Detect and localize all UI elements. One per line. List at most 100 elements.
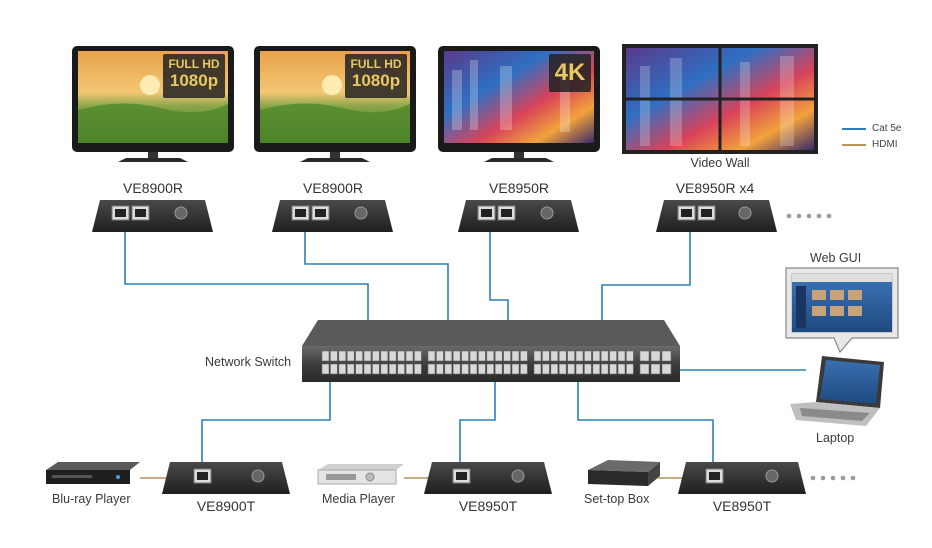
switch-port xyxy=(388,350,397,362)
receiver-label: VE8950R x4 xyxy=(675,180,755,196)
switch-port xyxy=(626,350,634,362)
switch-port xyxy=(558,363,567,375)
network-switch-label: Network Switch xyxy=(205,355,292,369)
switch-port xyxy=(592,350,601,362)
switch-port xyxy=(584,363,592,375)
transmitter-box-icon xyxy=(678,462,806,494)
source-device-label: Media Player xyxy=(322,492,395,506)
switch-port xyxy=(436,363,444,375)
receiver-box-icon xyxy=(272,200,393,232)
4k-badge: 4K xyxy=(554,59,586,86)
switch-port xyxy=(321,350,330,362)
switch-port xyxy=(584,350,592,362)
badge-line2: 1080p xyxy=(169,71,219,90)
switch-port xyxy=(494,350,503,362)
switch-port xyxy=(469,363,478,375)
switch-port xyxy=(486,363,495,375)
switch-port xyxy=(414,350,422,362)
switch-port xyxy=(346,350,355,362)
transmitter-label: VE8950T xyxy=(458,498,518,514)
switch-port xyxy=(511,363,520,375)
switch-port xyxy=(600,350,609,362)
monitor-icon xyxy=(72,46,234,162)
switch-port xyxy=(592,363,601,375)
cable-tx2 xyxy=(459,375,496,470)
media-player-icon xyxy=(317,464,404,485)
switch-port xyxy=(617,350,626,362)
switch-port xyxy=(575,363,584,375)
switch-port xyxy=(550,350,559,362)
switch-port xyxy=(405,350,414,362)
switch-port xyxy=(427,363,436,375)
switch-port xyxy=(372,363,380,375)
legend xyxy=(842,128,866,146)
cable-tx3 xyxy=(577,375,714,470)
switch-port xyxy=(372,350,380,362)
switch-port xyxy=(380,363,389,375)
video-wall-icon xyxy=(622,44,818,154)
cable-rx4 xyxy=(601,222,691,352)
transmitter-label: VE8950T xyxy=(712,498,772,514)
switch-port xyxy=(520,350,528,362)
switch-port xyxy=(461,350,469,362)
switch-port xyxy=(436,350,444,362)
switch-port xyxy=(567,363,575,375)
switch-port xyxy=(609,363,617,375)
switch-port xyxy=(388,363,397,375)
switch-port xyxy=(363,350,372,362)
switch-sfp-port xyxy=(639,363,650,375)
switch-sfp-port xyxy=(650,363,661,375)
monitor-icon xyxy=(254,46,416,162)
web-gui-label: Web GUI xyxy=(810,251,862,265)
full-hd-badge: FULL HD 1080p xyxy=(345,54,407,98)
switch-port xyxy=(575,350,584,362)
switch-port xyxy=(542,363,550,375)
switch-port xyxy=(405,363,414,375)
receiver-label: VE8900R xyxy=(123,180,183,196)
switch-sfp-port xyxy=(661,363,672,375)
switch-port xyxy=(503,350,511,362)
switch-sfp-port xyxy=(661,350,672,362)
source-device-label: Set-top Box xyxy=(584,492,650,506)
badge-line1: FULL HD xyxy=(168,57,220,71)
switch-port xyxy=(486,350,495,362)
switch-port xyxy=(452,350,461,362)
switch-port xyxy=(503,363,511,375)
transmitter-box-icon xyxy=(424,462,552,494)
legend-hdmi-label: HDMI xyxy=(872,139,898,150)
switch-port xyxy=(626,363,634,375)
receiver-box-icon xyxy=(458,200,579,232)
switch-port xyxy=(330,363,338,375)
switch-port xyxy=(469,350,478,362)
switch-sfp-port xyxy=(639,350,650,362)
receiver-box-icon xyxy=(656,200,777,232)
laptop-icon xyxy=(790,356,884,426)
laptop-label: Laptop xyxy=(816,431,855,445)
switch-port xyxy=(338,363,347,375)
switch-port xyxy=(321,363,330,375)
video-wall-caption: Video Wall xyxy=(690,156,750,170)
switch-port xyxy=(363,363,372,375)
switch-port xyxy=(461,363,469,375)
switch-port xyxy=(397,350,405,362)
more-dots-icon xyxy=(810,475,856,481)
receiver-label: VE8950R xyxy=(489,180,549,196)
switch-port xyxy=(550,363,559,375)
switch-port xyxy=(533,350,542,362)
cat5e-cables xyxy=(124,222,806,470)
switch-port xyxy=(609,350,617,362)
transmitter-label: VE8900T xyxy=(196,498,256,514)
bluray-player-icon xyxy=(46,462,140,484)
legend-cat5e-label: Cat 5e xyxy=(872,123,902,134)
switch-port xyxy=(494,363,503,375)
badge-line2: 1080p xyxy=(351,71,401,90)
badge-line1: FULL HD xyxy=(350,57,402,71)
switch-port xyxy=(414,363,422,375)
switch-port xyxy=(533,363,542,375)
switch-port xyxy=(380,350,389,362)
switch-port xyxy=(617,363,626,375)
settop-box-icon xyxy=(588,460,660,486)
switch-port xyxy=(346,363,355,375)
full-hd-badge: FULL HD 1080p xyxy=(163,54,225,98)
